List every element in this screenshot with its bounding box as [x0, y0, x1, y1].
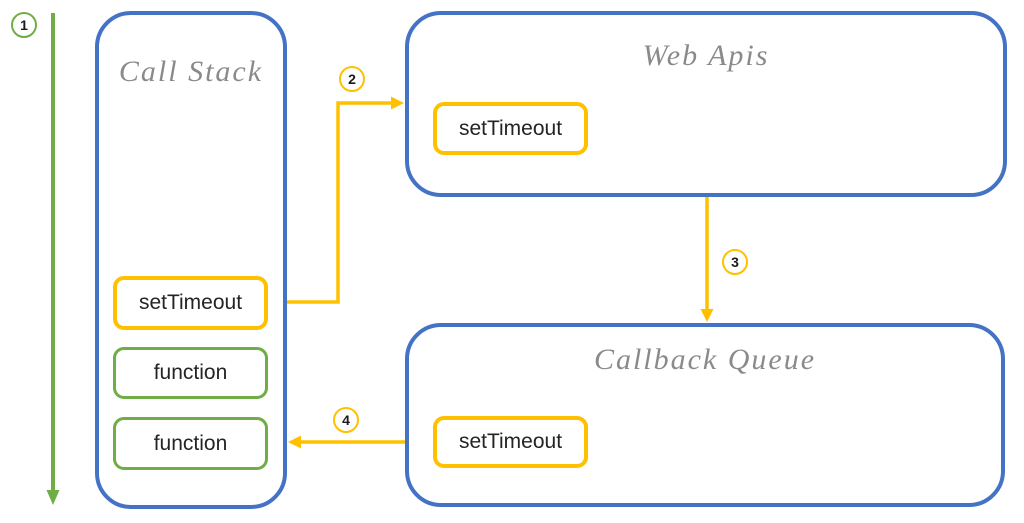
step-4-badge: 4 — [333, 407, 359, 433]
step-3-badge: 3 — [722, 249, 748, 275]
call-stack-settimeout-node: setTimeout — [113, 276, 268, 330]
web-apis-title: Web Apis — [642, 39, 770, 72]
callback-queue-title: Callback Queue — [593, 343, 817, 376]
call-stack-title: Call Stack — [118, 55, 264, 88]
step-3-arrow — [700, 197, 714, 322]
step-1-badge: 1 — [11, 12, 37, 38]
step-2-badge: 2 — [339, 66, 365, 92]
step-2-arrow — [268, 96, 404, 304]
call-stack-function-node-2: function — [113, 417, 268, 470]
callback-queue-settimeout-node: setTimeout — [433, 416, 588, 468]
callback-queue-box: Callback Queue — [405, 323, 1005, 507]
web-apis-settimeout-node: setTimeout — [433, 102, 588, 155]
step-1-arrow — [46, 13, 60, 505]
step-4-arrow — [288, 435, 405, 449]
call-stack-function-node-1: function — [113, 347, 268, 399]
